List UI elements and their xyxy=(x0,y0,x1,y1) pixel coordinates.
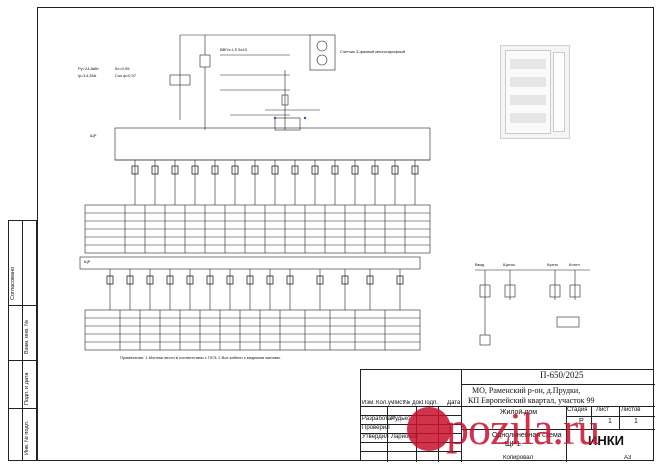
margin-sign-date: Подп. и дата xyxy=(24,372,30,405)
name-approved: Ларионов xyxy=(391,434,419,440)
margin-replacement-inv: Взам. инв. № xyxy=(24,319,30,354)
stage-value: Р xyxy=(579,418,584,425)
diagram-note-1: Ру=24,8кВт xyxy=(78,66,99,71)
rev-header-sign: Подп. xyxy=(422,400,438,406)
cabinet-image xyxy=(500,45,570,139)
diagram-note-4: Cos φ=0,97 xyxy=(115,73,136,78)
stage-label: Стадия xyxy=(567,407,588,413)
margin-agreed: Согласовано xyxy=(10,266,16,300)
cabinet-open-door xyxy=(553,52,565,132)
single-line-diagram: Ру=24,8кВт Iр=14,35А Кс=0,95 Cos φ=0,97 … xyxy=(60,20,440,370)
rev-header-docnum: № док. xyxy=(404,400,424,406)
rev-header-date: Дата xyxy=(447,400,461,406)
sheet-label: Лист xyxy=(596,407,610,413)
mini-diagram: Ввод Щиток Кухня Котел xyxy=(455,255,610,355)
sheets-value: 1 xyxy=(634,418,638,425)
rev-header-sheet: Лист xyxy=(392,400,406,406)
rev-header-count: Кол.уч xyxy=(376,400,394,406)
sheets-label: Листов xyxy=(621,407,641,413)
sheet-value: 1 xyxy=(608,418,612,425)
left-binding-lines xyxy=(8,220,37,461)
mini-label-3: Кухня xyxy=(547,262,558,267)
lower-panel-title: ЩР xyxy=(84,259,91,264)
address-line-2: КП Европейский квартал, участок 99 xyxy=(468,396,595,405)
diagram-note-2: Iр=14,35А xyxy=(78,73,97,78)
watermark-text: pozila.ru xyxy=(446,403,600,454)
input-cable-note: ВВГнг-LS 5х10 xyxy=(220,47,247,52)
mini-label-2: Щиток xyxy=(503,262,515,267)
margin-inv-original: Инв. № подл. xyxy=(24,420,30,455)
diagram-note-3: Кс=0,95 xyxy=(115,66,130,71)
mini-label-1: Ввод xyxy=(475,262,485,267)
sheet-subtitle: ЩР1. xyxy=(505,441,523,448)
address-line-1: МО, Раменский р-он, д.Прудки, xyxy=(472,386,581,395)
object-name: Жилой дом xyxy=(500,409,538,416)
mini-label-4: Котел xyxy=(569,262,580,267)
format-label: A3 xyxy=(624,455,632,461)
company-logo: ИНКИ xyxy=(588,433,625,448)
mini-diagram-svg xyxy=(475,269,590,346)
upper-panel-title: ЩР xyxy=(90,133,97,138)
drawing-frame xyxy=(37,7,654,461)
diagram-footnote: Примечание: 1.Монтаж вести в соответстви… xyxy=(120,355,281,360)
watermark-logo xyxy=(407,407,451,451)
cabinet-door xyxy=(505,50,551,134)
doc-code: П-650/2025 xyxy=(540,370,584,380)
sheet-title: Однолинейная схема xyxy=(492,432,562,439)
role-checked: Проверил xyxy=(362,425,390,431)
name-developed: Рудько xyxy=(391,416,411,422)
copied-label: Копировал xyxy=(503,455,534,461)
meter-note: Счетчик 3-фазный многотарифный xyxy=(340,49,406,54)
role-developed: Разработал xyxy=(362,416,395,422)
diagram-svg xyxy=(79,34,431,351)
role-approved: Утвердил xyxy=(362,434,389,440)
rev-header-change: Изм. xyxy=(362,400,375,406)
